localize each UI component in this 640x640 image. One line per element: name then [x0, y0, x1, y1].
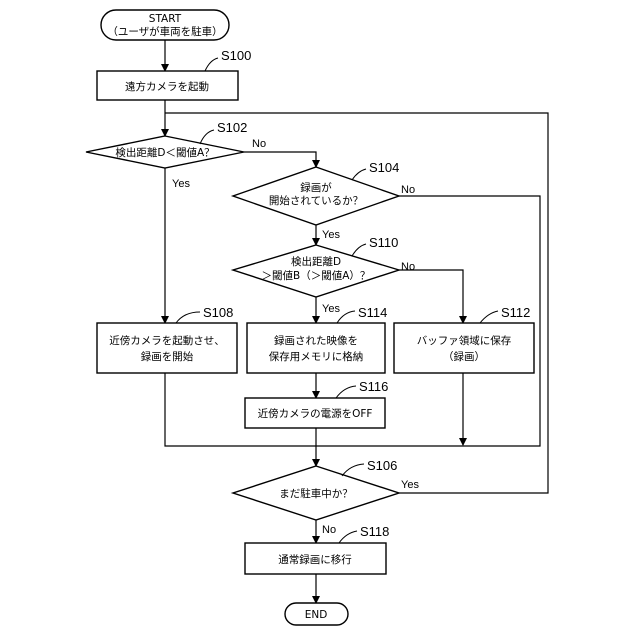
- start-label: START: [149, 13, 182, 25]
- branch-s110-no: No: [401, 261, 415, 273]
- process-s108-line1: 近傍カメラを起動させ、: [109, 334, 225, 347]
- branch-s106-no: No: [322, 524, 336, 536]
- process-s108-line2: 録画を開始: [141, 350, 194, 363]
- decision-s102: 検出距離D＜閾値A？ S102 No Yes: [86, 120, 266, 190]
- process-s112-line1: バッファ領域に保存: [417, 334, 512, 347]
- connector-s106-yes-loop: [165, 113, 548, 493]
- process-s114: 録画された映像を 保存用メモリに格納 S114: [247, 305, 387, 373]
- end-terminal: END: [285, 603, 348, 625]
- decision-s110: 検出距離D ＞閾値B（＞閾値A）？ S110 No Yes: [233, 235, 415, 315]
- leader-s110: [352, 244, 366, 256]
- decision-s104-line1: 録画が: [300, 181, 332, 194]
- step-id-s110: S110: [369, 235, 398, 250]
- decision-s110-line2: ＞閾値B（＞閾値A）？: [262, 269, 371, 282]
- decision-s102-label: 検出距離D＜閾値A？: [115, 146, 214, 159]
- step-id-s102: S102: [217, 120, 247, 135]
- process-s114-line1: 録画された映像を: [274, 334, 358, 347]
- process-s100: 遠方カメラを起動 S100: [97, 48, 251, 100]
- start-terminal: START （ユーザが車両を駐車）: [101, 10, 229, 40]
- process-s116-label: 近傍カメラの電源をOFF: [258, 407, 373, 420]
- branch-s102-yes: Yes: [172, 178, 190, 190]
- step-id-s100: S100: [221, 48, 251, 63]
- step-id-s106: S106: [367, 458, 397, 473]
- process-s116: 近傍カメラの電源をOFF S116: [245, 379, 388, 428]
- leader-s100: [205, 58, 218, 71]
- step-id-s118: S118: [360, 524, 389, 539]
- process-s114-line2: 保存用メモリに格納: [269, 350, 364, 363]
- leader-s104: [352, 169, 366, 180]
- branch-s104-yes: Yes: [322, 229, 340, 241]
- step-id-s108: S108: [203, 305, 233, 320]
- connector-s102-no-s104: [244, 152, 316, 167]
- leader-s112: [480, 311, 498, 323]
- connector-s110-no-s112: [399, 270, 463, 323]
- decision-s106-label: まだ駐車中か？: [279, 487, 353, 500]
- process-s118-label: 通常録画に移行: [278, 553, 352, 566]
- step-id-s116: S116: [359, 379, 388, 394]
- decision-s104-line2: 開始されているか？: [269, 194, 363, 207]
- process-s108: 近傍カメラを起動させ、 録画を開始 S108: [97, 305, 237, 373]
- branch-s104-no: No: [401, 184, 415, 196]
- decision-s110-line1: 検出距離D: [291, 255, 341, 268]
- step-id-s112: S112: [501, 305, 530, 320]
- branch-s110-yes: Yes: [322, 303, 340, 315]
- end-label: END: [305, 609, 328, 621]
- leader-s118: [339, 531, 357, 543]
- process-s118: 通常録画に移行 S118: [245, 524, 389, 574]
- branch-s102-no: No: [252, 138, 266, 150]
- step-id-s114: S114: [358, 305, 387, 320]
- leader-s102: [200, 130, 214, 144]
- leader-s108: [176, 312, 200, 323]
- process-s112: バッファ領域に保存 （録画） S112: [394, 305, 534, 373]
- start-sublabel: （ユーザが車両を駐車）: [107, 25, 222, 38]
- decision-s106: まだ駐車中か？ S106 Yes No: [233, 458, 419, 536]
- process-s100-label: 遠方カメラを起動: [125, 80, 209, 93]
- leader-s106: [342, 464, 364, 476]
- decision-s104: 録画が 開始されているか？ S104 No Yes: [233, 160, 415, 241]
- process-s112-line2: （録画）: [443, 350, 485, 363]
- step-id-s104: S104: [369, 160, 399, 175]
- leader-s116: [336, 386, 356, 398]
- branch-s106-yes: Yes: [401, 479, 419, 491]
